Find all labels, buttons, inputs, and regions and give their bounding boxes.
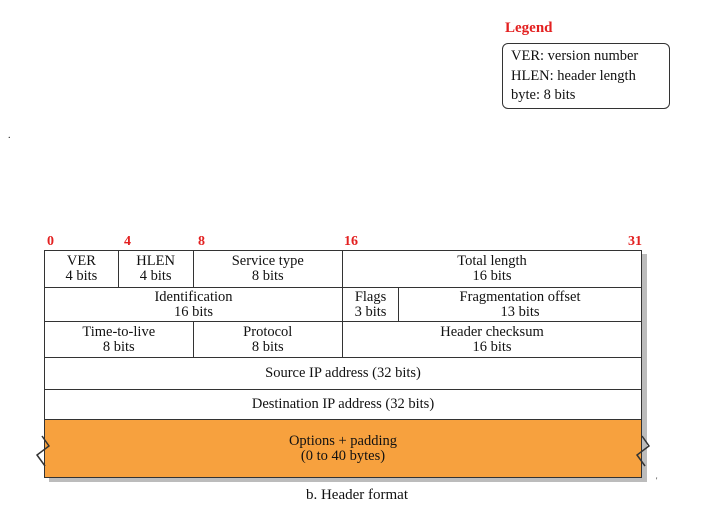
field-name: VER: [66, 253, 96, 269]
field-size: 3 bits: [354, 303, 387, 320]
figure-caption: b. Header format: [305, 487, 409, 503]
bit-position-0: 0: [47, 234, 54, 249]
bit-position-8: 8: [198, 234, 205, 249]
break-mark-right: [635, 435, 651, 467]
field-size: 8 bits: [251, 338, 284, 355]
break-marks: [35, 435, 651, 467]
field-size: 4 bits: [139, 268, 172, 284]
field-size: (0 to 40 bytes): [300, 447, 386, 464]
field-name: Service type: [231, 253, 304, 269]
legend-title: Legend: [505, 20, 553, 36]
field-name: Header checksum: [440, 323, 544, 340]
field-name: Protocol: [243, 323, 293, 340]
header-field: Source IP address (32 bits): [44, 358, 642, 390]
field-name: Time-to-live: [82, 323, 156, 340]
legend-item-byte: byte: 8 bits: [511, 87, 576, 103]
field-size: 13 bits: [500, 303, 540, 320]
field-size: 16 bits: [472, 338, 512, 355]
header-field: Options + padding(0 to 40 bytes): [44, 420, 642, 478]
header-row: Options + padding(0 to 40 bytes): [44, 420, 642, 478]
legend-item-ver: VER: version number: [511, 48, 639, 64]
header-row: Destination IP address (32 bits): [44, 390, 642, 420]
stray-dot: .: [8, 130, 11, 141]
header-row: Source IP address (32 bits): [44, 358, 642, 390]
bit-position-16: 16: [344, 234, 358, 249]
legend-item-hlen: HLEN: header length: [511, 67, 636, 84]
break-mark-left: [35, 435, 51, 467]
bit-position-4: 4: [124, 234, 131, 249]
field-name: HLEN: [136, 253, 175, 269]
field-name: Total length: [457, 253, 527, 269]
field-name: Fragmentation offset: [459, 288, 581, 305]
field-name: Flags: [354, 288, 387, 305]
header-field: Destination IP address (32 bits): [44, 390, 642, 420]
field-size: 16 bits: [173, 303, 214, 320]
field-name: Source IP address (32 bits): [265, 365, 421, 381]
field-size: 4 bits: [65, 268, 98, 284]
field-size: 16 bits: [472, 268, 512, 284]
field-size: 8 bits: [102, 338, 135, 355]
field-name: Options + padding: [288, 432, 398, 449]
page-mark: ': [656, 476, 658, 485]
field-size: 8 bits: [251, 268, 284, 284]
field-name: Identification: [154, 288, 233, 305]
field-name: Destination IP address (32 bits): [251, 396, 435, 412]
bit-position-31: 31: [628, 234, 642, 249]
legend-box: VER: version number HLEN: header length …: [502, 43, 670, 109]
